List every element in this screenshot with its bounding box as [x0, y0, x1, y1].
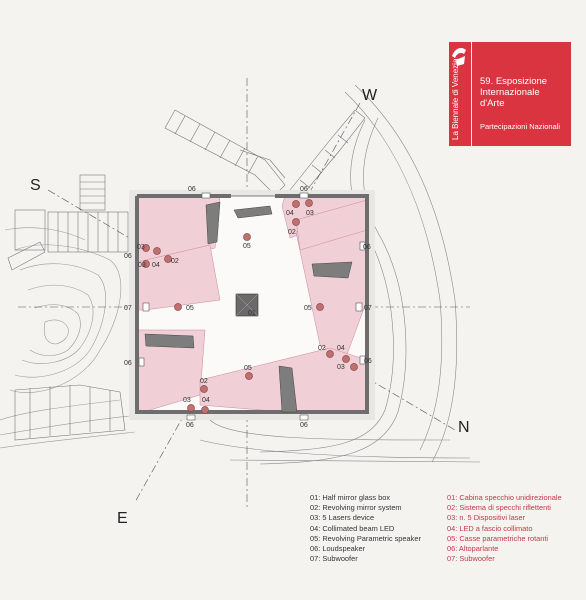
label-04c: 04: [337, 345, 345, 352]
label-01: 01: [248, 310, 256, 317]
label-02: 02: [288, 229, 296, 236]
compass-east: E: [117, 510, 128, 527]
legend-item: 06: Altoparlante: [447, 544, 499, 554]
label-07: 07: [124, 305, 132, 312]
compass-south: S: [30, 177, 41, 194]
label-05: 05: [243, 243, 251, 250]
legend-item: 01: Half mirror glass box: [310, 493, 391, 502]
device-labels: 01 02 02 02 03 03 03 04 04 04 04 05 05 0…: [124, 186, 372, 429]
label-03b: 03: [337, 364, 345, 371]
label-06f: 06: [364, 358, 372, 365]
legend-item: 04: LED a fascio collimato: [447, 523, 533, 533]
label-06d: 06: [124, 253, 132, 260]
walls: [135, 194, 369, 414]
label-05d: 05: [244, 365, 252, 372]
compass-west: W: [362, 87, 378, 104]
path-east: [199, 84, 481, 465]
legend-item: 02: Revolving mirror system: [310, 503, 402, 513]
label-06e: 06: [124, 360, 132, 367]
walkway-north: [164, 109, 366, 199]
label-02b: 02: [318, 345, 326, 352]
compass-north: N: [458, 419, 470, 436]
label-06c: 06: [363, 244, 371, 251]
label-07b: 07: [364, 305, 372, 312]
label-03: 03: [306, 210, 314, 217]
legend-item: 03: n. 5 Dispositivi laser: [447, 513, 526, 523]
label-04d: 04: [202, 397, 210, 404]
label-06b: 06: [300, 186, 308, 193]
legend-english: 01: Half mirror glass box 02: Revolving …: [310, 493, 421, 564]
logo-side-band: [449, 42, 471, 146]
legend-item: 03: 5 Lasers device: [310, 513, 375, 523]
label-06g: 06: [186, 422, 194, 429]
label-03e: 03: [138, 262, 146, 269]
label-03d: 03: [137, 244, 145, 251]
landscape-contours: [0, 227, 136, 449]
logo-vertical-text: La Biennale di Venezia: [451, 58, 460, 140]
label-04b: 04: [286, 210, 294, 217]
label-05b: 05: [186, 305, 194, 312]
legend-item: 05: Casse parametriche rotanti: [447, 533, 549, 543]
mirror-panels: [144, 201, 353, 413]
legend-italian: 01: Cabina specchio unidirezionale 02: S…: [447, 493, 562, 564]
label-06h: 06: [300, 422, 308, 429]
biennale-logo: 59. Esposizione Internazionale d'Arte Pa…: [472, 42, 571, 146]
legend-item: 02: Sistema di specchi riflettenti: [447, 503, 551, 513]
label-02c: 02: [200, 378, 208, 385]
legend-item: 05: Revolving Parametric speaker: [310, 533, 421, 543]
legend-item: 07: Subwoofer: [310, 554, 358, 564]
legend-item: 06: Loudspeaker: [310, 544, 366, 554]
label-05c: 05: [304, 305, 312, 312]
stairs-west: [7, 174, 129, 441]
legend-item: 01: Cabina specchio unidirezionale: [447, 493, 562, 502]
logo-subtitle: Partecipazioni Nazionali: [480, 122, 561, 131]
half-mirror-glass-box: [235, 293, 259, 317]
legend-item: 07: Subwoofer: [447, 554, 495, 564]
label-03c: 03: [183, 397, 191, 404]
legend-item: 04: Collimated beam LED: [310, 523, 395, 533]
speakers: [138, 192, 366, 421]
label-02d: 02: [171, 258, 179, 265]
label-04: 04: [152, 262, 160, 269]
winged-lion-icon: [452, 48, 466, 66]
label-06: 06: [188, 186, 196, 193]
logo-title: 59. Esposizione Internazionale d'Arte: [480, 76, 548, 109]
devices: [142, 199, 358, 414]
